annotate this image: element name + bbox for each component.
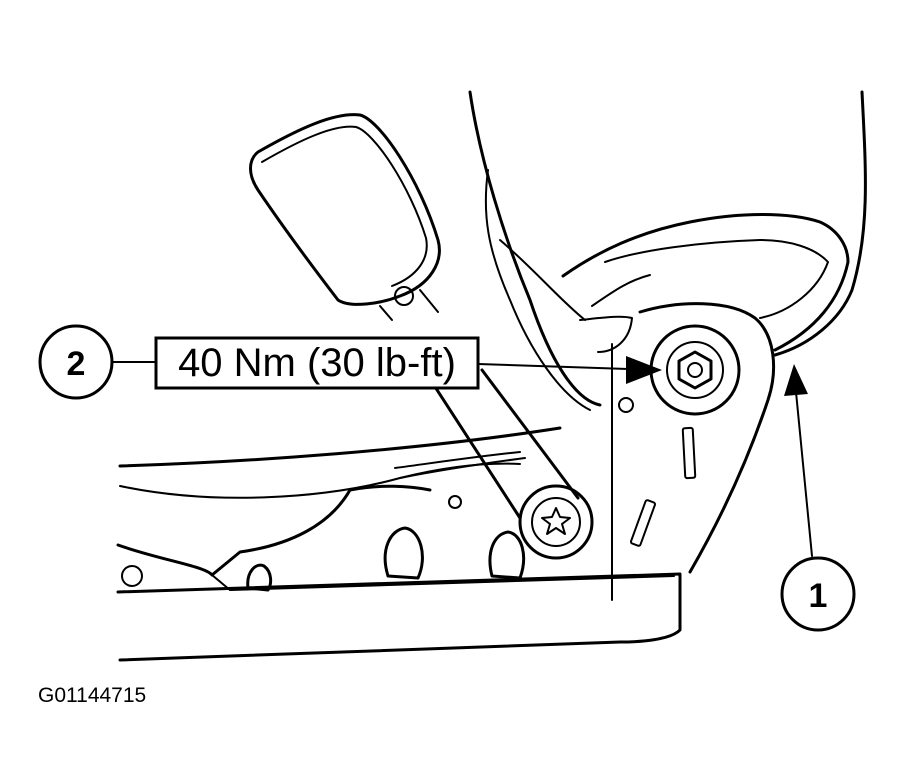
seat-cushion: [118, 426, 562, 499]
torque-arrow-head: [626, 356, 662, 384]
recliner-bolt: [649, 324, 741, 416]
lower-pivot: [518, 484, 594, 560]
callout-2-number: 2: [67, 345, 86, 383]
seat-track: [116, 484, 682, 662]
callout-2: 2 40 Nm (30 lb-ft): [38, 324, 662, 400]
buckle-head: [249, 113, 441, 321]
callout-1-arrow-head: [784, 364, 808, 396]
recliner-cover: [561, 213, 850, 353]
figure-code: G01144715: [38, 684, 146, 707]
torque-label-box: [154, 336, 480, 390]
torque-label: 40 Nm (30 lb-ft): [178, 341, 456, 385]
seat-back: [468, 90, 867, 411]
callout-1-circle: [780, 556, 856, 632]
recliner-bracket: [611, 302, 776, 601]
callout-1: 1: [780, 364, 856, 632]
callout-1-number: 1: [809, 577, 828, 615]
